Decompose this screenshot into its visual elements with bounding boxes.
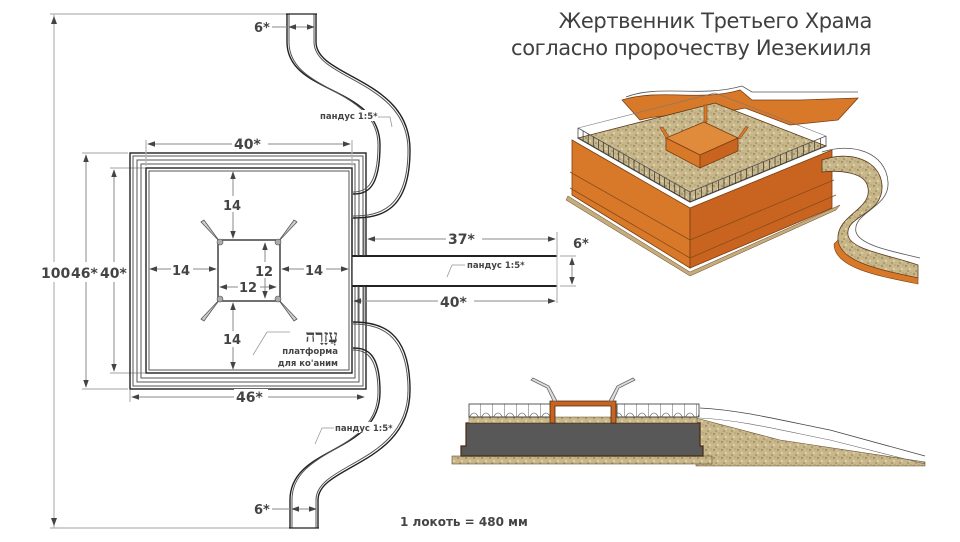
margin-right-label: 14 [305, 264, 323, 279]
label-bg [222, 331, 244, 347]
label-bg [171, 261, 193, 277]
arrow-down-icon [51, 518, 57, 526]
top-width-label: 40* [234, 137, 261, 153]
ramp-bottom [289, 321, 411, 529]
horn-icon [200, 295, 224, 322]
altar-3d-view [565, 85, 921, 285]
ramp-side [351, 218, 558, 322]
leader-line [389, 116, 393, 128]
diagram-title-line1: Жертвенник Третьего Храма [558, 9, 873, 33]
label-bg [304, 261, 326, 277]
plan-view: 100 46* 40* 40* 46* [40, 13, 589, 529]
elevation-base [451, 455, 713, 465]
railing [577, 128, 827, 202]
altar-side-elevation [451, 377, 926, 467]
horn-icon [274, 219, 298, 246]
altar-side-right [689, 149, 833, 269]
elevation-ramp [695, 417, 926, 467]
ramp-top-width-label: 6* [254, 21, 270, 36]
ramp-side-lower-length-label: 40* [440, 295, 467, 311]
ramp-bottom-label: пандус 1:5* [335, 424, 393, 434]
leader-line [446, 264, 453, 278]
ramp-side-upper-length-label: 37* [448, 232, 475, 248]
elevation-body [460, 422, 704, 457]
leader-line [252, 331, 268, 356]
inner-height-label: 40* [100, 266, 127, 282]
horn-icon [200, 219, 224, 246]
diagram-title-line2: согласно пророчеству Иезекииля [511, 36, 871, 60]
margin-bottom-label: 14 [223, 333, 241, 348]
horn-icon [737, 125, 749, 140]
label-bg [232, 135, 268, 151]
label-bg [438, 293, 474, 309]
label-bg [334, 422, 392, 433]
label-bg [234, 389, 268, 405]
horn-icon [274, 295, 298, 322]
platform-top [148, 170, 350, 371]
label-bg [318, 110, 376, 121]
label-bg [238, 280, 260, 294]
horn-icon [608, 377, 636, 402]
platform-label-line2: для ко'аним [278, 359, 338, 369]
label-bg [446, 231, 482, 247]
ramp-bottom-width-label: 6* [254, 503, 270, 518]
azara-hebrew-label: עֲזָרָה [306, 327, 339, 347]
label-bg [40, 262, 132, 282]
horn-icon [530, 377, 558, 402]
ramp-side-label: пандус 1:5* [467, 261, 525, 271]
elevation-railing-left [468, 403, 552, 418]
ramp-top-label: пандус 1:5* [320, 112, 378, 122]
scale-note: 1 локоть = 480 мм [400, 515, 528, 529]
front-ramp [821, 155, 919, 279]
label-bg [222, 196, 244, 212]
outer-height-label: 46* [71, 266, 98, 282]
label-bg [254, 262, 276, 278]
platform-label-line1: платформа [282, 347, 338, 357]
ramp-side-width-label: 6* [573, 237, 589, 252]
bottom-width-label: 46* [236, 390, 263, 406]
elevation-hearth [549, 400, 617, 424]
elevation-platform [468, 416, 698, 424]
leader-line [314, 427, 323, 445]
overall-height-label: 100 [41, 266, 70, 282]
margin-left-label: 14 [172, 264, 190, 279]
arrow-up-icon [51, 16, 57, 24]
horn-icon [659, 126, 670, 139]
horn-icon [703, 104, 708, 123]
elevation-railing-right [616, 403, 700, 418]
margin-top-label: 14 [223, 199, 241, 214]
core-height-label: 12 [255, 265, 273, 280]
core-width-label: 12 [239, 281, 257, 296]
